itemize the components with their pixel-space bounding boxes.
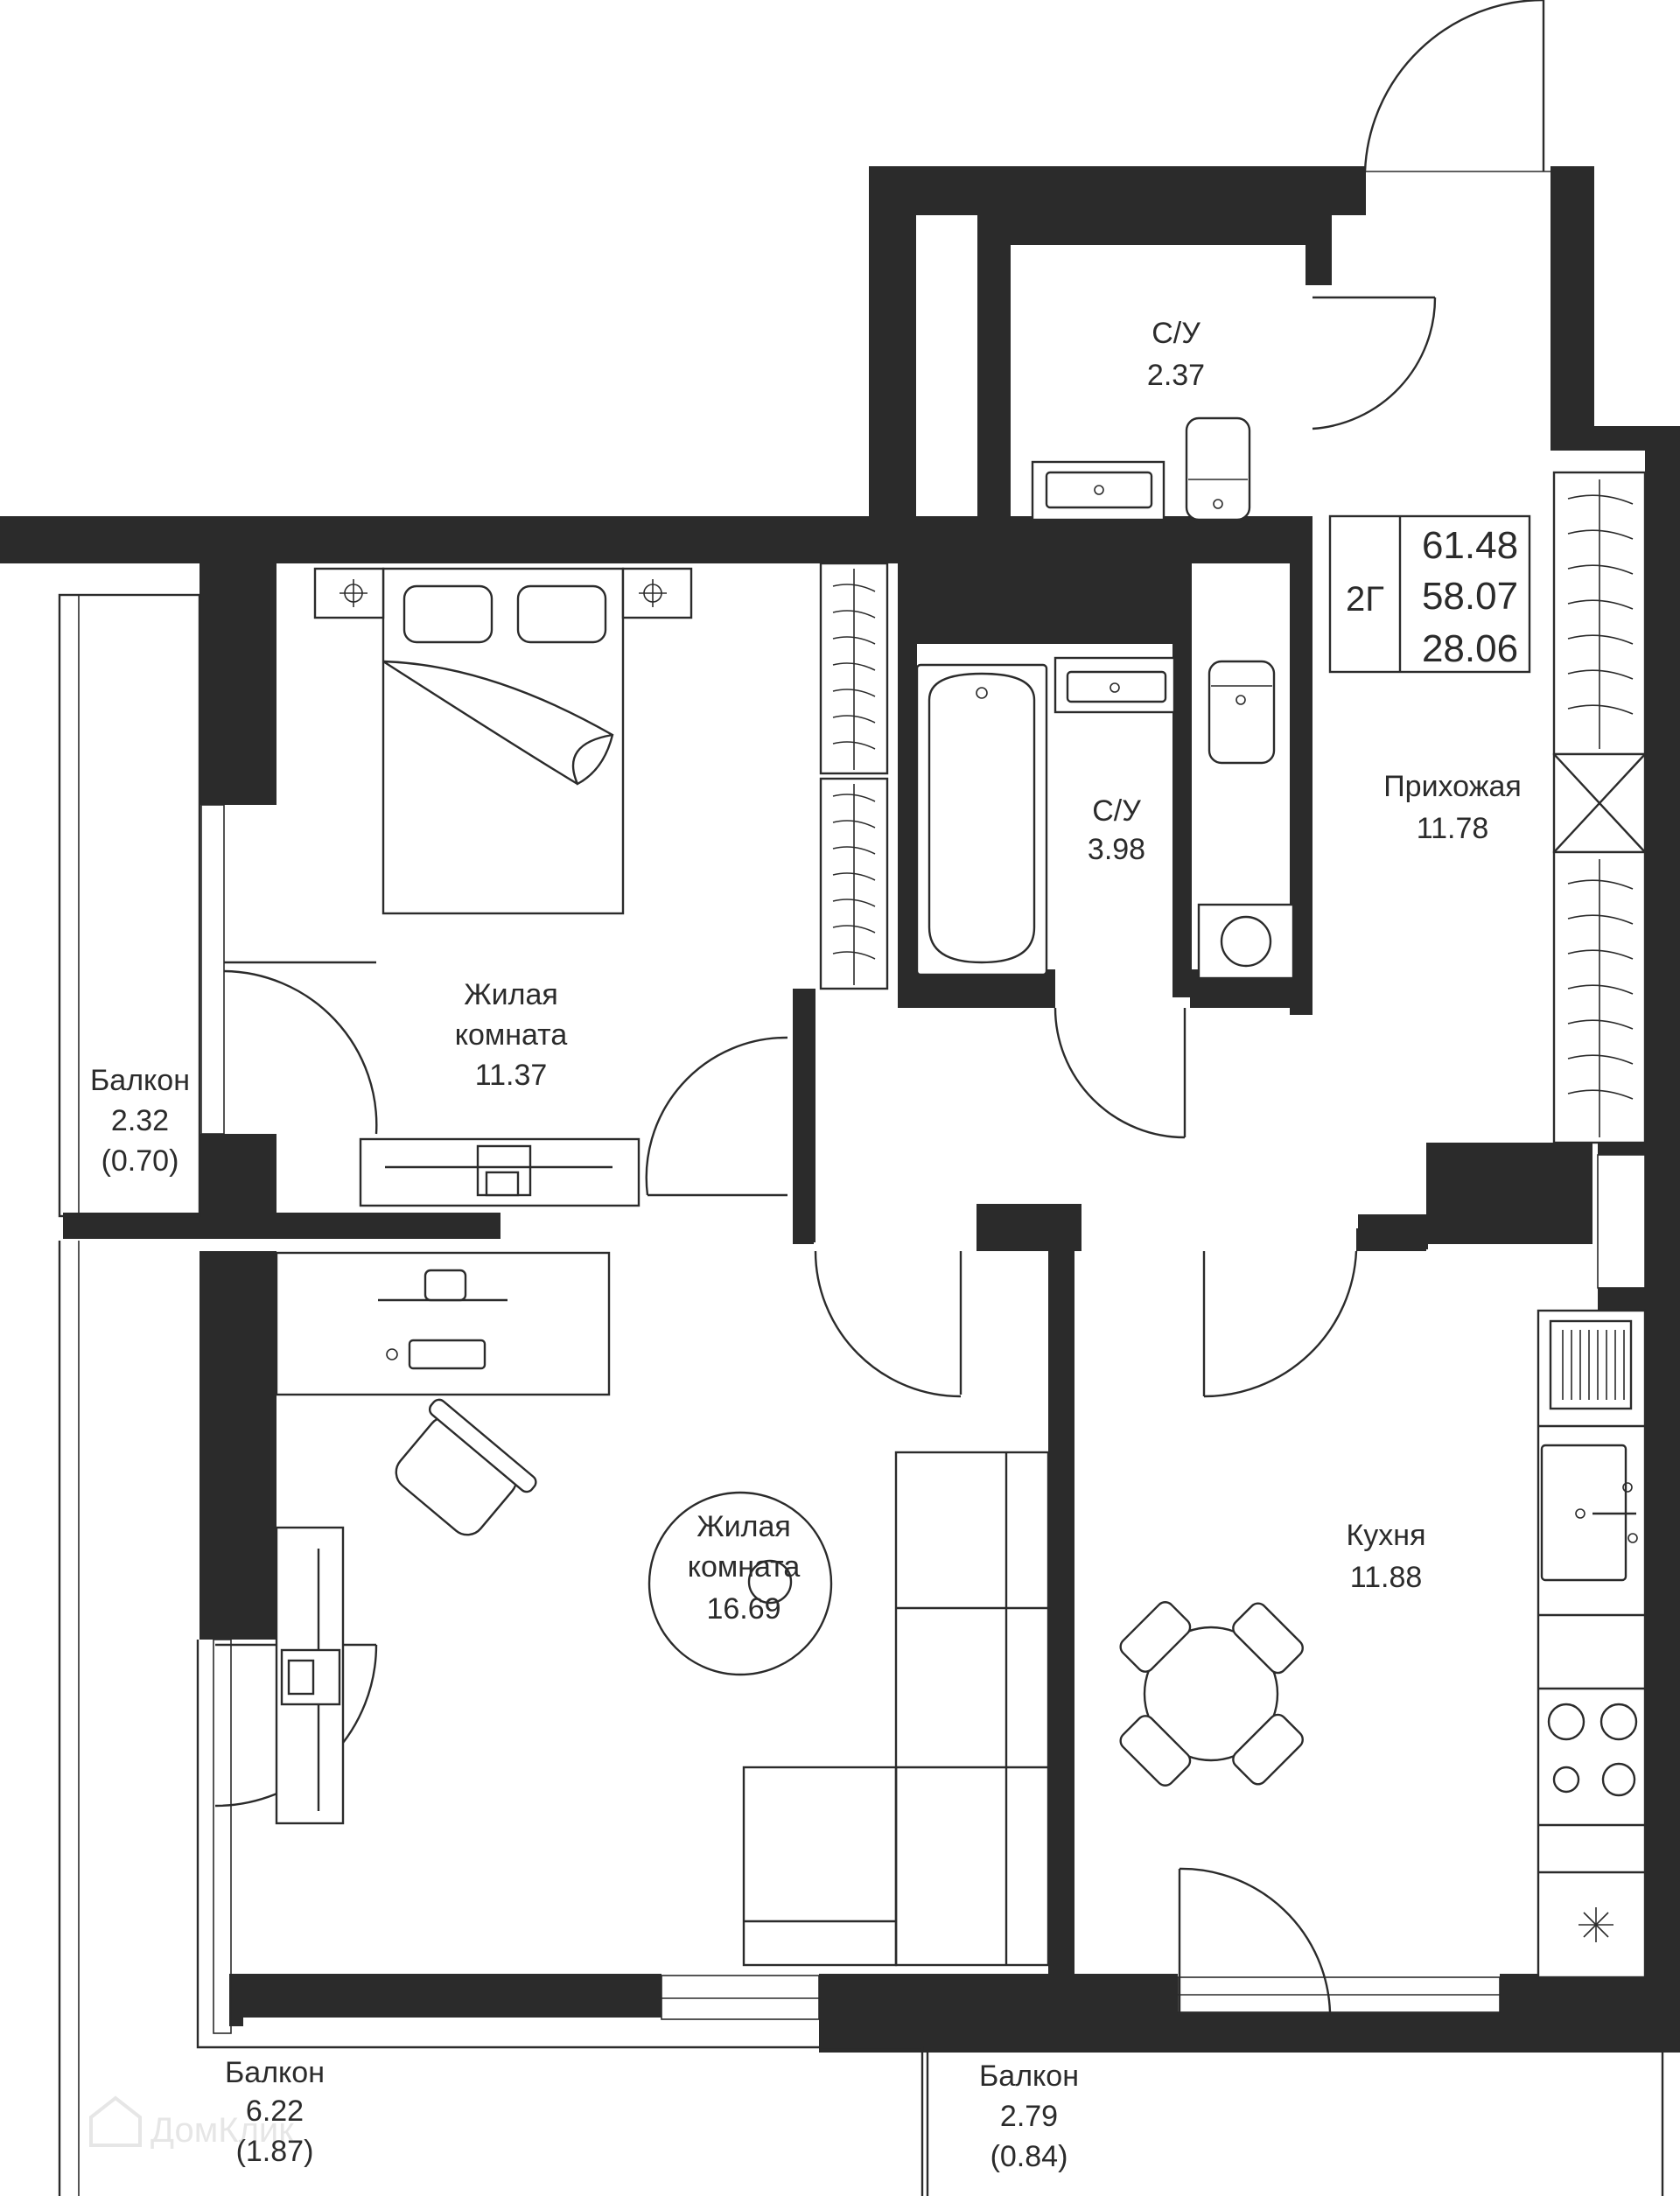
bedroom-area: 11.37 — [475, 1059, 548, 1092]
bedroom-name-1: Жилая — [464, 978, 558, 1011]
bath-small-name: С/У — [1152, 317, 1200, 350]
bedroom-name-2: комната — [455, 1018, 568, 1052]
toilet-wc — [1185, 416, 1251, 521]
dining-table — [1119, 1601, 1304, 1787]
hallway-name: Прихожая — [1383, 770, 1522, 803]
balcony-left-area: 2.32 — [111, 1104, 169, 1137]
bath-large-area: 3.98 — [1088, 833, 1145, 866]
kitchen-grill — [1549, 1319, 1633, 1410]
kitchen-stove — [1547, 1703, 1638, 1797]
nightstand-right — [621, 567, 693, 619]
washing-machine — [1197, 903, 1295, 980]
bath-small-area: 2.37 — [1147, 359, 1205, 392]
apartment-info: 2Г 61.48 58.07 28.06 — [1328, 514, 1531, 674]
toilet-bath — [1208, 660, 1276, 765]
living-area: 16.69 — [706, 1592, 780, 1626]
bathtub — [915, 663, 1048, 976]
balcony-bottom-right-coef: (0.84) — [990, 2140, 1068, 2173]
balcony-bottom-left-area: 6.22 — [246, 2095, 304, 2128]
living-area-incl: 58.07 — [1422, 575, 1518, 618]
bath-large-name: С/У — [1092, 794, 1141, 828]
walls — [0, 166, 1680, 2053]
balcony-bottom-left-name: Балкон — [225, 2056, 325, 2089]
room-labels: С/У 2.37 С/У 3.98 Прихожая 11.78 Жилая к… — [90, 317, 1522, 2173]
living-name-2: комната — [688, 1550, 801, 1584]
balcony-bottom-left-coef: (1.87) — [236, 2135, 314, 2168]
house-icon — [89, 2095, 142, 2147]
living-name-1: Жилая — [696, 1510, 791, 1543]
kitchen-name: Кухня — [1347, 1519, 1426, 1552]
apartment-type: 2Г — [1346, 580, 1384, 619]
furniture — [275, 416, 1647, 1979]
balcony-left-name: Балкон — [90, 1064, 190, 1097]
balcony-bottom-right-area: 2.79 — [1000, 2100, 1058, 2133]
hallway-area: 11.78 — [1417, 812, 1489, 845]
outlines — [58, 166, 1664, 2196]
watermark-text: ДомКлик — [150, 2111, 294, 2150]
kitchen-counter — [1536, 1309, 1647, 1979]
total-area: 61.48 — [1422, 524, 1518, 567]
kitchen-area: 11.88 — [1350, 1561, 1423, 1594]
rug — [648, 1491, 833, 1676]
watermark: ДомКлик — [89, 2095, 294, 2150]
balcony-bottom-right-name: Балкон — [979, 2060, 1079, 2093]
sofa — [742, 1451, 1050, 1967]
living-area: 28.06 — [1422, 627, 1518, 670]
balcony-left-coef: (0.70) — [102, 1144, 179, 1178]
